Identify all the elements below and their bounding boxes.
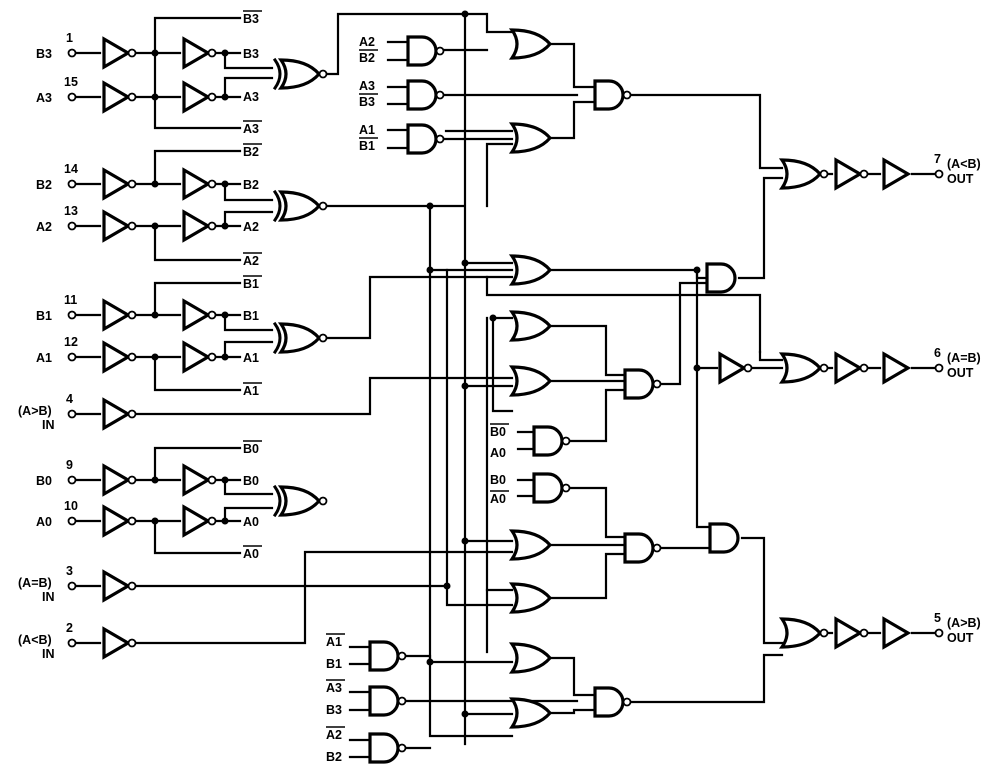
label-a0: A0 [243,515,259,529]
pin-agtb-in-number: 4 [66,392,73,406]
g4-label-top: B0 [490,425,506,439]
out-altb-number: 7 [934,152,941,166]
pin-a2-number: 13 [64,204,78,218]
g8-label-bot: B2 [326,750,342,764]
pin-a0-number: 10 [64,499,78,513]
label-b2-bar: B2 [243,145,259,159]
pin-aeqb-in-label: (A=B) [18,576,52,590]
g1-label-top: A2 [359,35,375,49]
pin-altb-in-label: (A<B) [18,633,52,647]
label-b0-bar: B0 [243,442,259,456]
wiring [74,12,937,759]
out-altb-sub: OUT [947,172,974,186]
pin-b2-number: 14 [64,162,78,176]
input-pins [67,48,944,648]
pin-b3-label: B3 [36,47,52,61]
g6-label-top: A1 [326,635,342,649]
pin-agtb-in-label: (A>B) [18,404,52,418]
pin-b3-number: 1 [66,31,73,45]
out-aeqb-label: (A=B) [947,351,981,365]
g8-label-top: A2 [326,728,342,742]
g7-label-bot: B3 [326,703,342,717]
label-a1: A1 [243,351,259,365]
pin-aeqb-in-number: 3 [66,564,73,578]
out-aeqb-sub: OUT [947,366,974,380]
g2-label-bot: B3 [359,95,375,109]
label-b0: B0 [243,474,259,488]
out-agtb-number: 5 [934,611,941,625]
pin-b0-number: 9 [66,458,73,472]
pin-b1-number: 11 [64,293,77,307]
label-a2: A2 [243,220,259,234]
label-a3: A3 [243,90,259,104]
pin-a3-label: A3 [36,91,52,105]
label-b1-bar: B1 [243,277,259,291]
g5-label-bot: A0 [490,492,506,506]
label-b3-bar: B3 [243,12,259,26]
pin-b0-label: B0 [36,474,52,488]
label-b3: B3 [243,47,259,61]
pin-b1-label: B1 [36,309,52,323]
g7-label-top: A3 [326,681,342,695]
pin-agtb-in-sub: IN [42,418,55,432]
g4-label-bot: A0 [490,446,506,460]
label-a1-bar: A1 [243,384,259,398]
out-aeqb-number: 6 [934,346,941,360]
g1-label-bot: B2 [359,51,375,65]
pin-a0-label: A0 [36,515,52,529]
g6-label-bot: B1 [326,657,342,671]
label-b2: B2 [243,178,259,192]
label-a3-bar: A3 [243,122,259,136]
out-agtb-label: (A>B) [947,616,981,630]
g2-label-top: A3 [359,79,375,93]
pin-altb-in-sub: IN [42,647,55,661]
pin-a1-number: 12 [64,335,78,349]
label-a2-bar: A2 [243,254,259,268]
pin-a3-number: 15 [64,75,78,89]
out-agtb-sub: OUT [947,631,974,645]
gates [102,28,910,764]
pin-b2-label: B2 [36,178,52,192]
g5-label-top: B0 [490,473,506,487]
pin-a2-label: A2 [36,220,52,234]
out-altb-label: (A<B) [947,157,981,171]
junction-dots [151,10,701,718]
pin-aeqb-in-sub: IN [42,590,55,604]
g3-label-bot: B1 [359,139,375,153]
pin-altb-in-number: 2 [66,621,73,635]
pin-a1-label: A1 [36,351,52,365]
label-b1: B1 [243,309,259,323]
g3-label-top: A1 [359,123,375,137]
label-a0-bar: A0 [243,547,259,561]
